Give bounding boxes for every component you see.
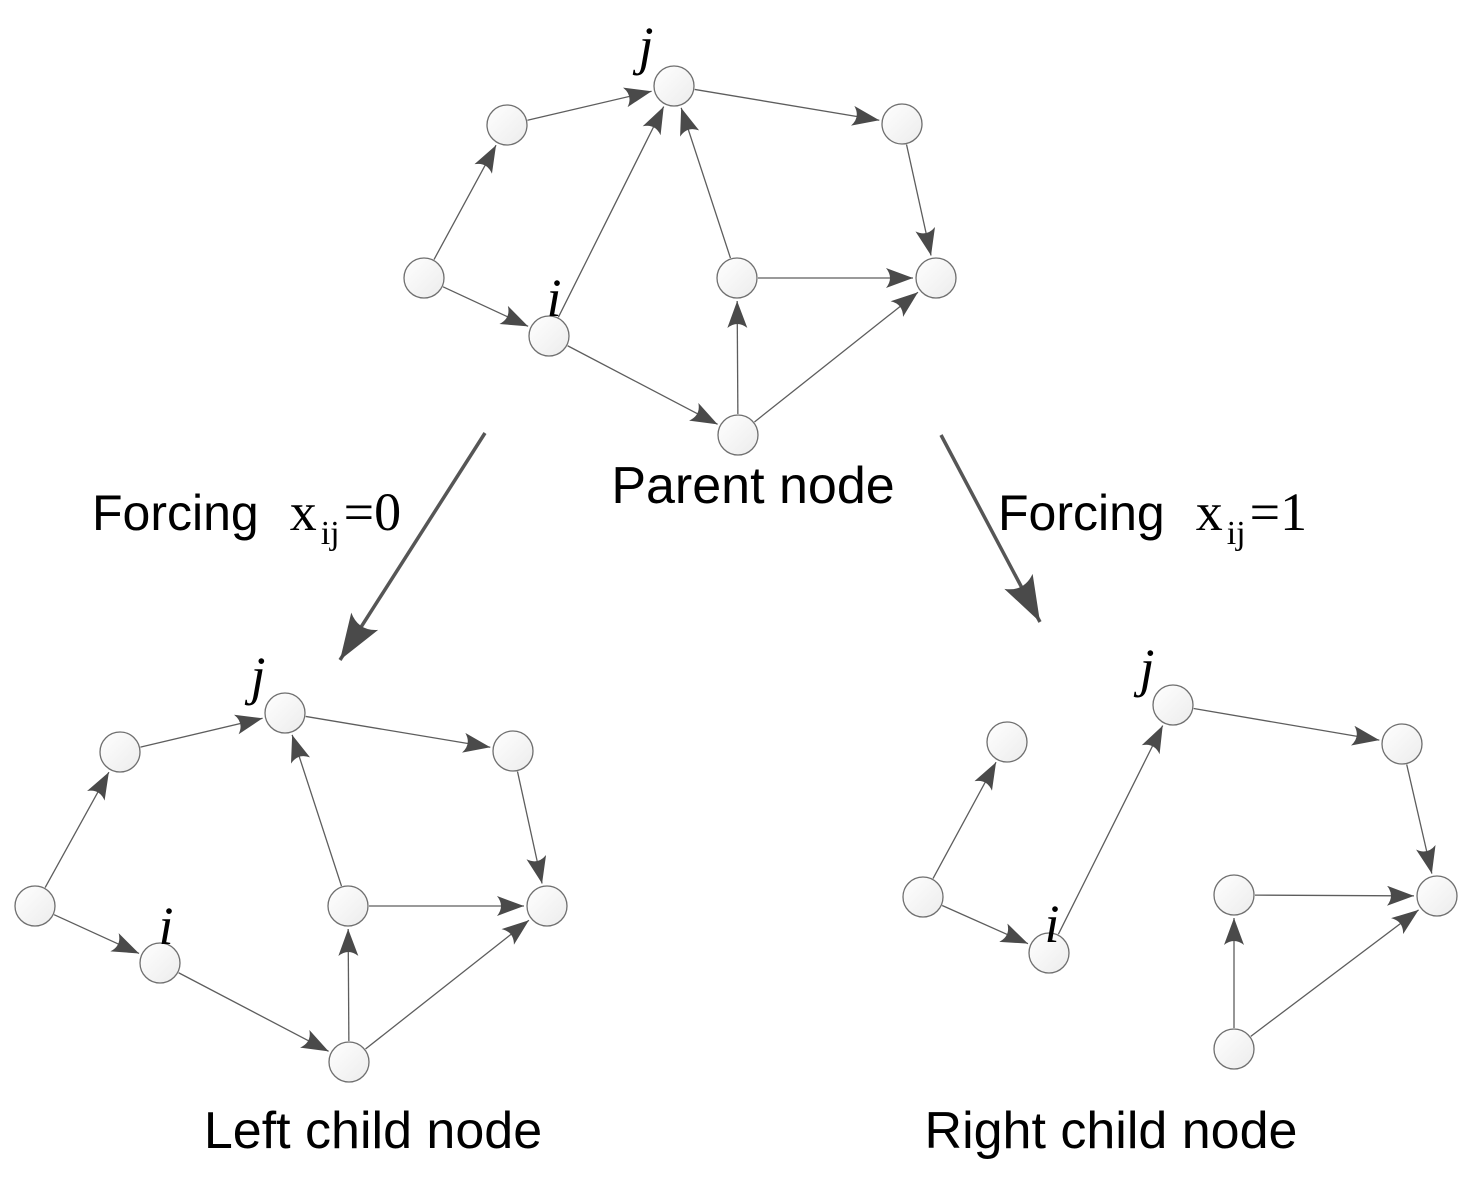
graph-node-i: [139, 942, 181, 984]
graph-node-i: [1028, 932, 1070, 974]
edge-C-A: [44, 771, 110, 888]
edge-A-j: [140, 714, 263, 748]
graph-node-A: [99, 731, 141, 773]
edge-j-B: [1193, 707, 1380, 746]
forcing-variable-left: x: [290, 482, 317, 542]
node-label-j: j: [632, 16, 653, 76]
edge-i-F: [567, 345, 718, 425]
forcing-value-left: =0: [344, 482, 401, 542]
forcing-xij-0-label: Forcing x ij =0: [92, 482, 401, 552]
forcing-value-right: =1: [1250, 482, 1307, 542]
node-label-i: i: [1044, 894, 1059, 954]
edge-B-E: [905, 144, 935, 256]
parent-caption: Parent node: [611, 457, 894, 515]
right-child-graph: ji: [902, 638, 1458, 1070]
graph-node-j: [1152, 684, 1194, 726]
node-label-j: j: [244, 646, 265, 706]
branch-arrows: [338, 432, 1042, 661]
branch-arrow-left: [338, 432, 487, 661]
edge-D-E: [1254, 885, 1415, 906]
graph-node-F: [328, 1041, 370, 1083]
graph-node-A: [986, 721, 1028, 763]
forcing-subscript-right: ij: [1227, 515, 1246, 552]
edge-F-E: [754, 291, 919, 423]
graph-node-F: [1213, 1028, 1255, 1070]
edge-D-j: [291, 734, 343, 887]
graph-node-j: [653, 65, 695, 107]
edge-F-E: [365, 919, 530, 1050]
graph-node-j: [264, 692, 306, 734]
forcing-word-right: Forcing: [998, 485, 1165, 541]
edge-j-B: [694, 88, 880, 126]
graph-node-B: [881, 103, 923, 145]
edge-B-E: [1406, 764, 1436, 874]
edge-i-j: [1057, 725, 1164, 935]
edge-C-A: [932, 761, 997, 879]
edge-C-A: [433, 144, 497, 260]
edge-j-B: [305, 715, 491, 753]
edge-F-E: [1250, 909, 1420, 1037]
edge-A-j: [527, 87, 652, 121]
left-child-caption: Left child node: [204, 1102, 542, 1160]
edge-C-i: [442, 286, 529, 327]
edge-i-j: [557, 106, 665, 318]
edge-D-j: [680, 107, 732, 259]
graph-node-C: [403, 257, 445, 299]
edge-C-i: [53, 914, 140, 955]
graph-node-E: [1416, 875, 1458, 917]
graph-node-C: [902, 876, 944, 918]
edge-B-E: [516, 771, 547, 884]
graph-node-D: [327, 885, 369, 927]
graph-node-A: [486, 104, 528, 146]
edge-F-D: [727, 300, 748, 415]
parent-graph: ji: [403, 16, 957, 456]
graph-node-D: [716, 257, 758, 299]
edge-C-i: [941, 904, 1029, 945]
edge-F-D: [338, 928, 359, 1042]
left-child-graph: ji: [14, 646, 568, 1083]
node-label-j: j: [1133, 638, 1154, 698]
graph-node-C: [14, 885, 56, 927]
graph-node-B: [1381, 723, 1423, 765]
graph-node-i: [528, 315, 570, 357]
graph-node-D: [1213, 874, 1255, 916]
forcing-xij-1-label: Forcing x ij =1: [998, 482, 1307, 552]
node-label-i: i: [158, 896, 173, 956]
right-child-caption: Right child node: [925, 1102, 1298, 1160]
graph-node-E: [915, 257, 957, 299]
graph-node-B: [492, 730, 534, 772]
forcing-word-left: Forcing: [92, 485, 259, 541]
graph-node-E: [526, 885, 568, 927]
graph-node-F: [717, 414, 759, 456]
edge-i-F: [178, 972, 329, 1052]
branch-arrow-right: [939, 434, 1042, 623]
forcing-variable-right: x: [1196, 482, 1223, 542]
node-label-i: i: [546, 268, 561, 328]
forcing-subscript-left: ij: [321, 515, 340, 552]
